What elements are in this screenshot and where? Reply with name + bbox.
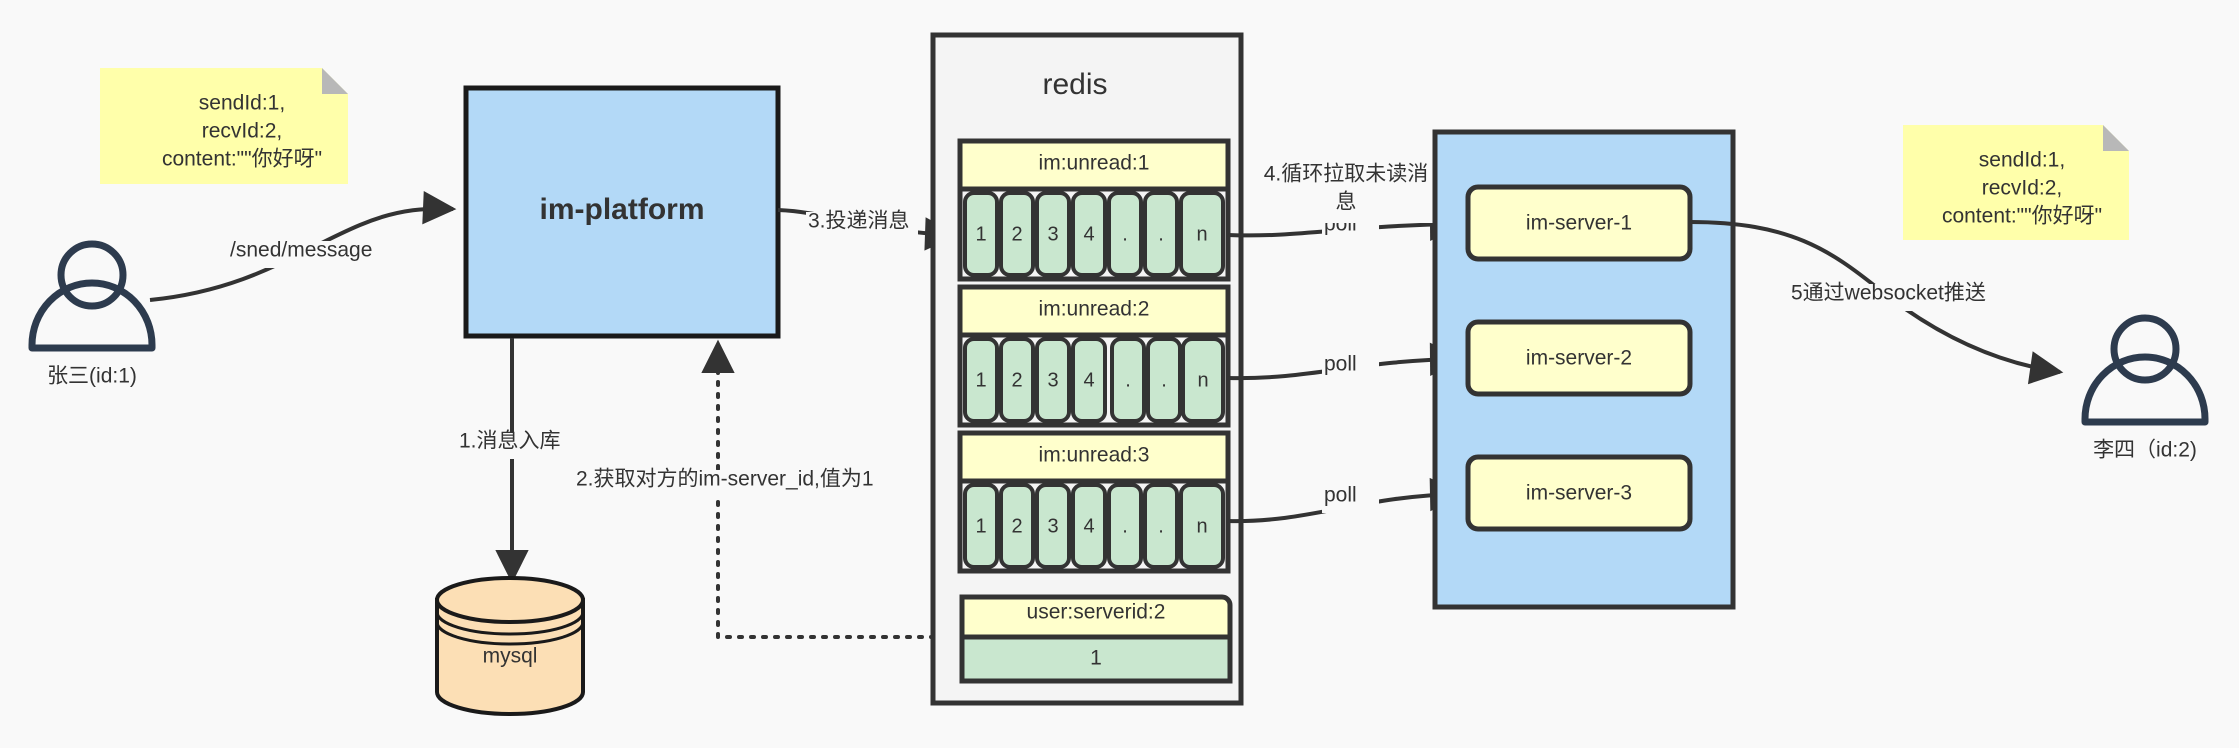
edge-ws-push: 5通过websocket推送 bbox=[1689, 220, 2064, 385]
edge-fetch-serverid: 2.获取对方的im-server_id,值为1 bbox=[574, 339, 960, 639]
note-right-line-1: sendId:1, bbox=[1979, 148, 2065, 171]
list-cell: 1 bbox=[975, 369, 986, 391]
edge-ws-push-label: 5通过websocket推送 bbox=[1791, 281, 1986, 304]
redis-kv-value: 1 bbox=[1090, 647, 1102, 670]
edge-send: /sned/message bbox=[149, 191, 457, 302]
edge-store-label: 1.消息入库 bbox=[459, 429, 561, 452]
actor-receiver-label: 李四（id:2) bbox=[2093, 438, 2197, 461]
note-right-line-3: content:""你好呀" bbox=[1942, 204, 2102, 227]
list-cell: . bbox=[1158, 223, 1164, 245]
im-server-cluster: im-server-1 im-server-2 im-server-3 bbox=[1432, 129, 1736, 610]
redis-list-1-cells: 1 2 3 4 . . n bbox=[963, 191, 1225, 277]
list-cell: 4 bbox=[1083, 369, 1094, 391]
im-server-1-node: im-server-1 bbox=[1465, 184, 1693, 262]
list-cell: . bbox=[1158, 515, 1164, 537]
list-cell: 4 bbox=[1083, 223, 1094, 245]
list-cell: 1 bbox=[975, 515, 986, 537]
redis-container: redis im:unread:1 1 2 3 4 . . n bbox=[930, 32, 1244, 706]
note-left-line-3: content:""你好呀" bbox=[162, 147, 322, 170]
note-left-line-2: recvId:2, bbox=[202, 119, 283, 142]
redis-list-3-key: im:unread:3 bbox=[1039, 443, 1150, 466]
edge-send-label: /sned/message bbox=[230, 238, 372, 261]
list-cell: 2 bbox=[1011, 223, 1022, 245]
redis-list-im-unread-3: im:unread:3 1 2 3 4 . . n bbox=[957, 430, 1231, 574]
im-server-2-node: im-server-2 bbox=[1465, 319, 1693, 397]
list-cell: 1 bbox=[975, 223, 986, 245]
list-cell: n bbox=[1197, 369, 1208, 391]
im-platform-label: im-platform bbox=[540, 193, 705, 226]
redis-title: redis bbox=[1042, 68, 1107, 101]
list-cell: n bbox=[1196, 515, 1207, 537]
edge-loop-pull-label: 4.循环拉取未读消 息 bbox=[1253, 162, 1439, 223]
database-mysql: mysql bbox=[435, 576, 585, 716]
edge-loop-pull-line-1: 4.循环拉取未读消 bbox=[1264, 162, 1429, 185]
list-cell: . bbox=[1125, 369, 1131, 391]
edge-deliver: 3.投递消息 bbox=[777, 208, 959, 251]
database-mysql-label: mysql bbox=[483, 645, 538, 668]
edge-fetch-serverid-label: 2.获取对方的im-server_id,值为1 bbox=[576, 467, 874, 490]
redis-list-2-cells: 1 2 3 4 . . n bbox=[963, 337, 1225, 423]
edge-loop-pull-line-2: 息 bbox=[1336, 190, 1357, 213]
edge-store: 1.消息入库 bbox=[457, 338, 561, 584]
edge-poll-3: poll bbox=[1227, 477, 1464, 524]
list-cell: . bbox=[1122, 515, 1128, 537]
redis-list-1-key: im:unread:1 bbox=[1039, 151, 1150, 174]
im-server-2-label: im-server-2 bbox=[1526, 347, 1632, 370]
list-cell: 4 bbox=[1083, 515, 1094, 537]
im-server-3-label: im-server-3 bbox=[1526, 482, 1632, 505]
redis-kv-key: user:serverid:2 bbox=[1027, 600, 1166, 623]
redis-list-2-key: im:unread:2 bbox=[1039, 297, 1150, 320]
redis-kv-user-serverid: user:serverid:2 1 bbox=[959, 594, 1233, 684]
edge-poll-2-label: poll bbox=[1324, 352, 1357, 375]
list-cell: . bbox=[1161, 369, 1167, 391]
actor-sender: 张三(id:1) bbox=[28, 240, 156, 387]
list-cell: 3 bbox=[1047, 223, 1058, 245]
list-cell: 2 bbox=[1011, 369, 1022, 391]
im-server-1-label: im-server-1 bbox=[1526, 212, 1632, 235]
list-cell: 2 bbox=[1011, 515, 1022, 537]
actor-receiver: 李四（id:2) bbox=[2081, 314, 2209, 461]
list-cell: 3 bbox=[1047, 515, 1058, 537]
note-left: sendId:1, recvId:2, content:""你好呀" bbox=[100, 68, 348, 184]
im-platform-node: im-platform bbox=[463, 85, 781, 339]
list-cell: 3 bbox=[1047, 369, 1058, 391]
note-right: sendId:1, recvId:2, content:""你好呀" bbox=[1903, 125, 2129, 240]
redis-list-3-cells: 1 2 3 4 . . n bbox=[963, 483, 1225, 569]
note-right-line-2: recvId:2, bbox=[1982, 176, 2063, 199]
edge-poll-2: poll bbox=[1227, 342, 1464, 382]
redis-list-im-unread-2: im:unread:2 1 2 3 4 . . n bbox=[957, 284, 1231, 428]
edge-poll-3-label: poll bbox=[1324, 483, 1357, 506]
im-server-3-node: im-server-3 bbox=[1465, 454, 1693, 532]
edge-deliver-label: 3.投递消息 bbox=[808, 209, 910, 232]
redis-list-im-unread-1: im:unread:1 1 2 3 4 . . n bbox=[957, 138, 1231, 282]
list-cell: n bbox=[1196, 223, 1207, 245]
list-cell: . bbox=[1122, 223, 1128, 245]
actor-sender-label: 张三(id:1) bbox=[47, 364, 137, 387]
note-left-line-1: sendId:1, bbox=[199, 91, 285, 114]
